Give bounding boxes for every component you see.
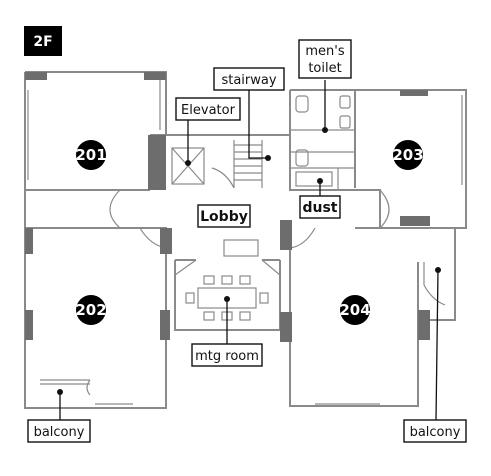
room-badge-204: 204 — [339, 295, 371, 325]
floor-label: 2F — [33, 34, 52, 50]
room-label-201: 201 — [75, 146, 106, 164]
room-label-203: 203 — [392, 146, 423, 164]
label-dust: dust — [299, 195, 341, 219]
room-label-202: 202 — [75, 301, 106, 319]
label-mtg-room: mtg room — [191, 343, 263, 367]
leaders — [57, 80, 441, 421]
svg-text:stairway: stairway — [221, 73, 276, 88]
svg-text:balcony: balcony — [34, 425, 85, 440]
room-badge-203: 203 — [392, 140, 424, 170]
floor-badge: 2F — [24, 26, 62, 56]
svg-text:men's: men's — [305, 44, 344, 59]
svg-text:Lobby: Lobby — [200, 209, 248, 225]
label-elevator: Elevator — [175, 97, 241, 121]
svg-text:mtg room: mtg room — [195, 349, 259, 364]
room-badge-202: 202 — [75, 295, 107, 325]
label-lobby: Lobby — [197, 204, 251, 228]
label-balcony-left: balcony — [27, 419, 91, 443]
label-stairway: stairway — [213, 67, 285, 91]
label-balcony-right: balcony — [403, 419, 467, 443]
pillars — [25, 72, 430, 342]
room-label-204: 204 — [339, 301, 370, 319]
room-badge-201: 201 — [75, 140, 107, 170]
svg-text:balcony: balcony — [410, 425, 461, 440]
label-mens-toilet: men's toilet — [298, 39, 352, 79]
svg-text:toilet: toilet — [308, 61, 341, 76]
svg-text:Elevator: Elevator — [181, 103, 236, 118]
walls — [24, 71, 467, 409]
svg-text:dust: dust — [302, 200, 337, 216]
